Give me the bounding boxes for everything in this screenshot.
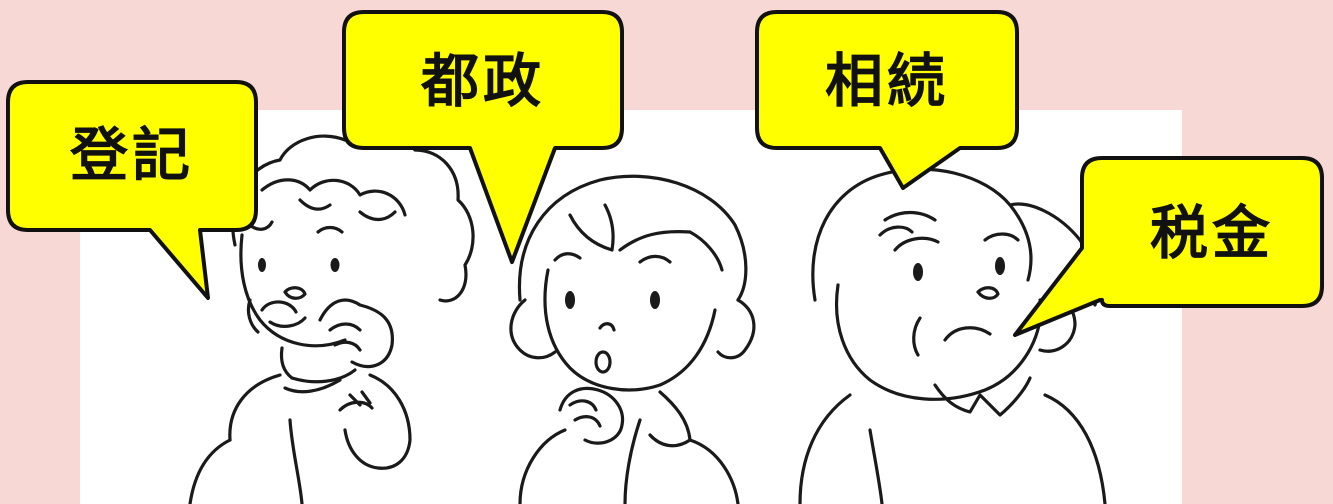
speech-bubble-metro-government: 都政 [420,47,545,115]
speech-bubble-registration: 登記 [69,121,194,189]
speech-bubble-inheritance: 相続 [824,47,949,115]
young-woman-hair [517,174,748,302]
older-man-face [834,283,1042,401]
older-man-hair [811,167,1033,302]
speech-bubble-tax: 税金 [1149,199,1274,267]
older-man-figure [798,167,1107,504]
speech-bubble-inheritance-shape [755,10,1019,190]
speech-bubble-registration-shape [6,80,258,300]
elderly-woman-face [239,233,347,348]
speech-bubble-tax-shape [1013,156,1324,337]
young-woman-face [543,268,717,392]
elderly-woman-figure [188,129,475,504]
elderly-woman-hair [231,129,475,303]
speech-bubble-metro-government-shape [342,10,624,264]
young-woman-figure [509,174,756,504]
